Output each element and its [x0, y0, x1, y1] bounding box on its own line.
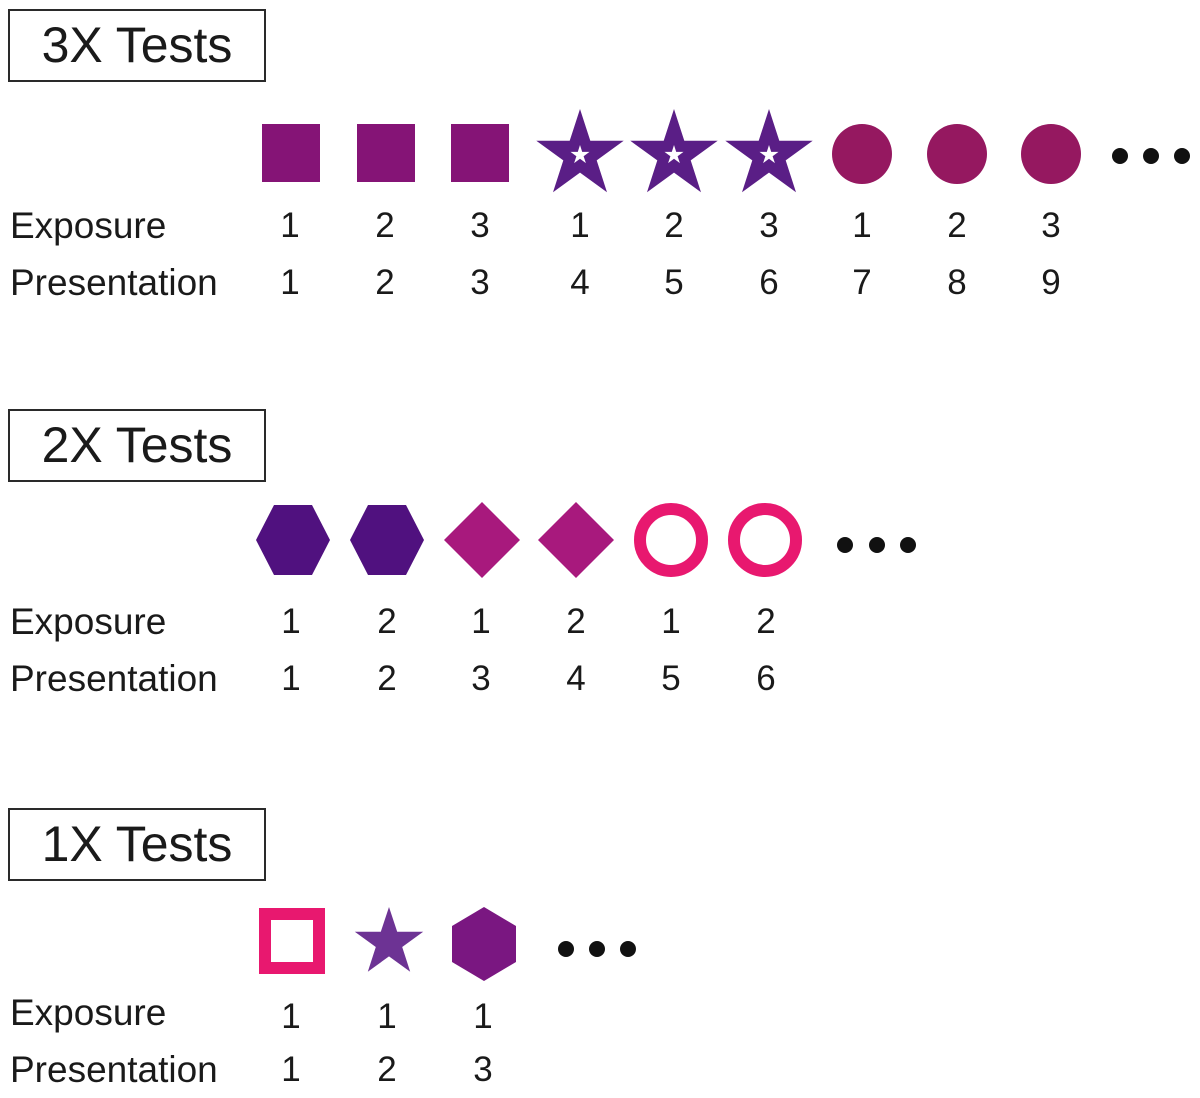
presentation-value: 3	[473, 1050, 493, 1089]
diamond-shape	[444, 502, 520, 578]
square-shape	[357, 124, 415, 182]
exposure-value: 2	[947, 206, 967, 245]
presentation-value: 1	[281, 659, 301, 698]
presentation-value: 1	[280, 263, 300, 302]
ellipsis-dots	[837, 537, 916, 553]
presentation-value: 5	[664, 263, 684, 302]
ring-shape	[728, 503, 802, 577]
presentation-value: 8	[947, 263, 967, 302]
exposure-value: 2	[664, 206, 684, 245]
exposure-value: 1	[473, 997, 493, 1036]
exposure-value: 1	[570, 206, 590, 245]
exposure-label: Exposure	[10, 601, 167, 642]
exposure-value: 1	[852, 206, 872, 245]
presentation-label: Presentation	[10, 262, 218, 303]
exposure-value: 2	[756, 602, 776, 641]
presentation-value: 3	[470, 263, 490, 302]
exposure-value: 1	[661, 602, 681, 641]
hexagon-shape	[452, 907, 516, 981]
exposure-value: 1	[281, 997, 301, 1036]
exposure-value: 1	[377, 997, 397, 1036]
hollow-square-shape	[259, 908, 325, 974]
presentation-value: 7	[852, 263, 872, 302]
presentation-value: 2	[375, 263, 395, 302]
exposure-value: 1	[281, 602, 301, 641]
presentation-value: 5	[661, 659, 681, 698]
ellipsis-dots	[1112, 148, 1190, 164]
hexagon-shape	[350, 505, 424, 575]
exposure-value: 2	[566, 602, 586, 641]
square-shape	[262, 124, 320, 182]
star-shape	[725, 109, 813, 193]
section-title: 1X Tests	[8, 808, 266, 881]
diamond-shape	[538, 502, 614, 578]
hexagon-shape	[256, 505, 330, 575]
exposure-value: 1	[280, 206, 300, 245]
ring-shape	[634, 503, 708, 577]
star-shape	[536, 109, 624, 193]
section-title: 2X Tests	[8, 409, 266, 482]
small-star-shape	[354, 907, 424, 972]
presentation-value: 6	[756, 659, 776, 698]
presentation-value: 4	[566, 659, 586, 698]
square-shape	[451, 124, 509, 182]
presentation-value: 9	[1041, 263, 1061, 302]
section-title: 3X Tests	[8, 9, 266, 82]
exposure-value: 2	[377, 602, 397, 641]
circle-shape	[1021, 124, 1081, 184]
circle-shape	[832, 124, 892, 184]
exposure-value: 1	[471, 602, 491, 641]
presentation-value: 1	[281, 1050, 301, 1089]
presentation-value: 4	[570, 263, 590, 302]
ellipsis-dots	[558, 941, 636, 957]
presentation-value: 6	[759, 263, 779, 302]
shape-sequence	[256, 502, 916, 578]
exposure-value: 3	[759, 206, 779, 245]
circle-shape	[927, 124, 987, 184]
presentation-label: Presentation	[10, 1049, 218, 1090]
presentation-value: 2	[377, 1050, 397, 1089]
shape-sequence	[259, 907, 636, 981]
exposure-label: Exposure	[10, 205, 167, 246]
exposure-label: Exposure	[10, 992, 167, 1033]
exposure-value: 3	[1041, 206, 1061, 245]
exposure-value: 3	[470, 206, 490, 245]
presentation-label: Presentation	[10, 658, 218, 699]
presentation-value: 2	[377, 659, 397, 698]
exposure-value: 2	[375, 206, 395, 245]
shape-sequence	[262, 109, 1190, 193]
star-shape	[630, 109, 718, 193]
presentation-value: 3	[471, 659, 491, 698]
